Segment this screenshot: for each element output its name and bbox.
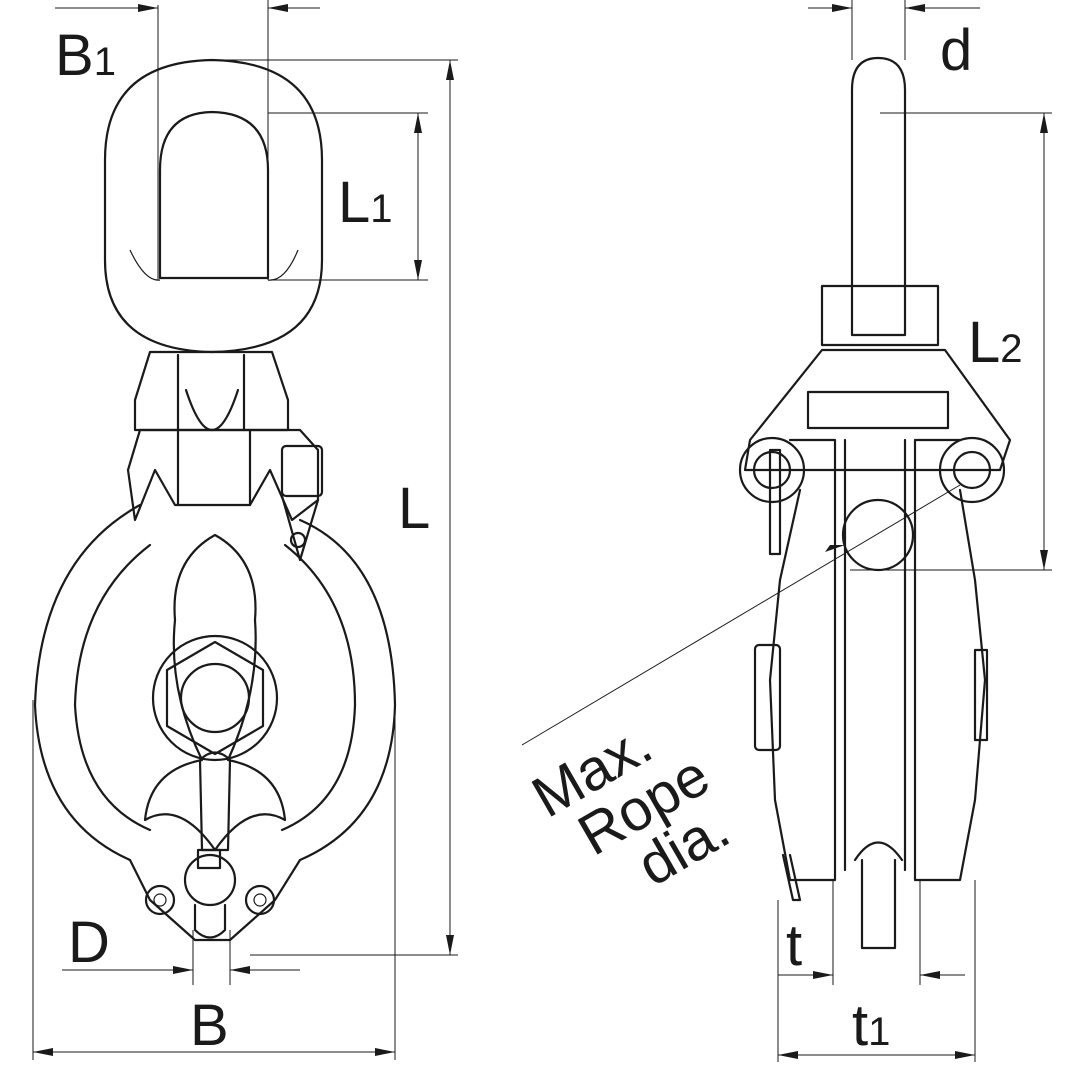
label-max-rope-dia: Max. Rope dia. [521,711,740,899]
side-yoke [738,348,1012,556]
label-d-upper: D [68,910,110,975]
yoke [126,428,324,562]
side-body [753,438,989,950]
label-d-lower: d [940,18,972,83]
side-plate [33,503,397,942]
side-view [521,0,1052,1062]
label-t: t [786,913,802,978]
label-t1: t1 [852,993,890,1058]
rope-leader-line [521,484,961,746]
label-l2: L2 [968,310,1023,375]
label-b1: B1 [55,23,116,88]
dimension-labels: B1 L1 L D B d L2 t t1 Max. Rope dia. [55,18,1023,1058]
label-b: B [190,993,229,1058]
side-dimension-lines [777,0,1052,1062]
front-dimension-lines [32,0,458,1060]
shank [820,56,940,347]
swivel-neck [133,350,290,432]
label-l1: L1 [338,170,393,235]
label-l: L [398,476,430,541]
swivel-eye [103,58,324,354]
front-view [32,0,458,1060]
